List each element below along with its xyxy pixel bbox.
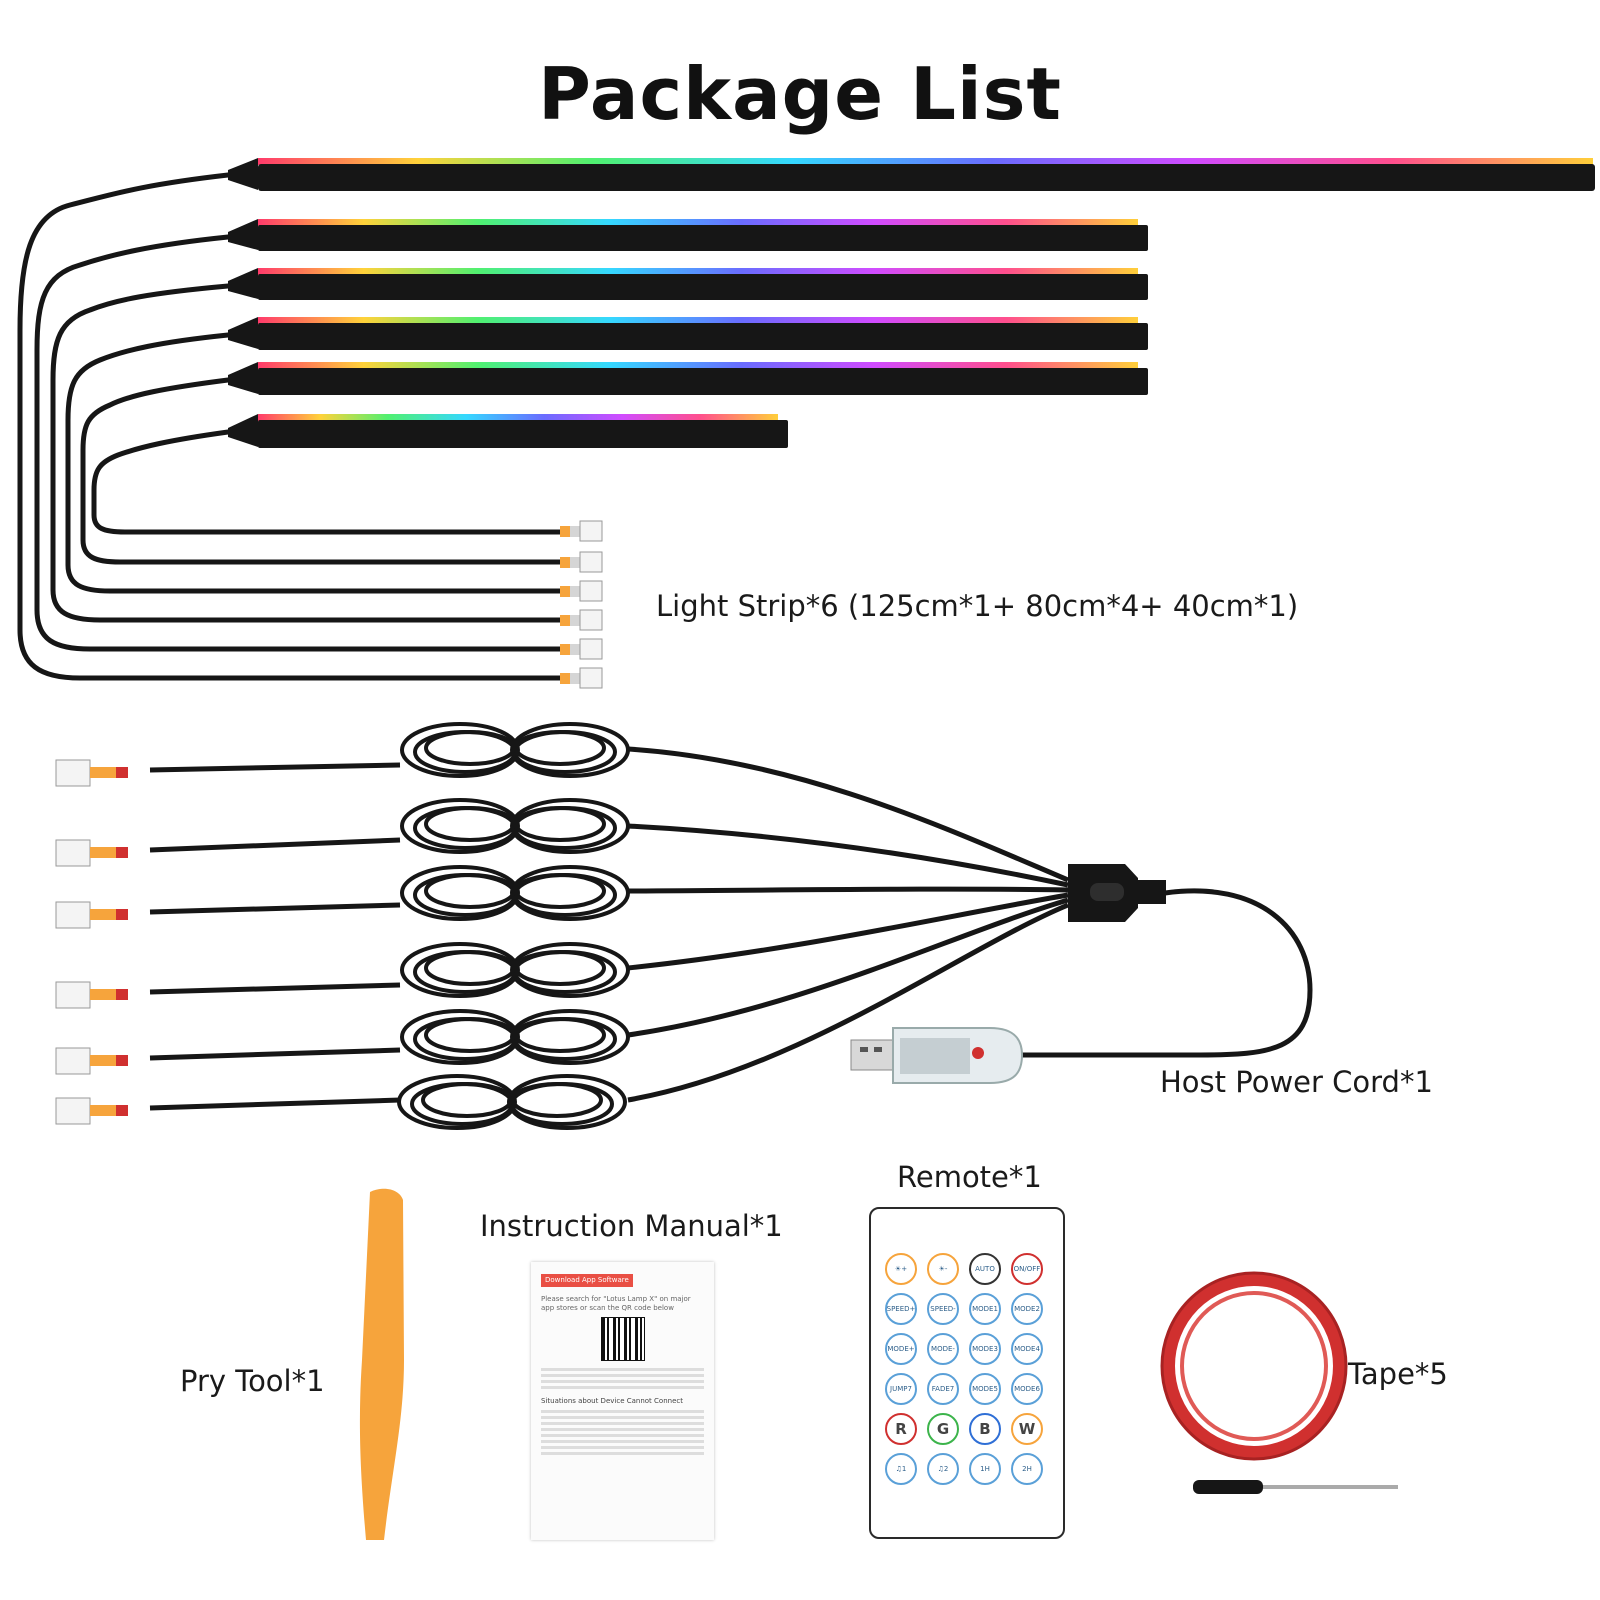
- instruction-manual-label: Instruction Manual*1: [480, 1209, 783, 1243]
- remote-button: JUMP7: [885, 1373, 917, 1405]
- strip-connectors: [560, 520, 603, 689]
- remote-button: G: [927, 1413, 959, 1445]
- remote-button: MODE4: [1011, 1333, 1043, 1365]
- strip-40cm: [228, 414, 788, 448]
- remote-button: SPEED-: [927, 1293, 959, 1325]
- manual-intro: Please search for "Lotus Lamp X" on majo…: [541, 1294, 691, 1312]
- remote-button: MODE-: [927, 1333, 959, 1365]
- remote-button: AUTO: [969, 1253, 1001, 1285]
- light-strip-label: Light Strip*6 (125cm*1+ 80cm*4+ 40cm*1): [656, 589, 1299, 623]
- remote-button: MODE3: [969, 1333, 1001, 1365]
- light-strips: [228, 158, 1595, 448]
- manual-header: Download App Software: [541, 1274, 633, 1287]
- page-title: Package List: [538, 52, 1062, 136]
- remote-button: ♫1: [885, 1453, 917, 1485]
- remote-button: B: [969, 1413, 1001, 1445]
- remote-button: MODE+: [885, 1333, 917, 1365]
- remote-label: Remote*1: [897, 1160, 1042, 1194]
- qr-code: [600, 1317, 645, 1362]
- remote-button: 1H: [969, 1453, 1001, 1485]
- remote-button: ♫2: [927, 1453, 959, 1485]
- remote-button: MODE1: [969, 1293, 1001, 1325]
- remote-button: ☀+: [885, 1253, 917, 1285]
- splitter-hub: [1068, 864, 1166, 922]
- strip-125cm: [228, 158, 1595, 191]
- manual-section-title: Situations about Device Cannot Connect: [541, 1397, 683, 1406]
- strip-80cm-2: [228, 268, 1148, 300]
- host-power-cord-label: Host Power Cord*1: [1160, 1065, 1433, 1099]
- remote-button: FADE7: [927, 1373, 959, 1405]
- strip-80cm-1: [228, 219, 1148, 251]
- tape-roll: [1160, 1271, 1348, 1461]
- pry-tool: [359, 1188, 404, 1540]
- host-cord-leads: [149, 746, 1313, 1111]
- remote-button: 2H: [1011, 1453, 1043, 1485]
- remote-button: W: [1011, 1413, 1043, 1445]
- tape-label: Tape*5: [1348, 1357, 1448, 1391]
- pry-tool-label: Pry Tool*1: [180, 1364, 325, 1398]
- cord-connectors: [55, 759, 128, 1125]
- screwdriver: [1193, 1480, 1398, 1494]
- remote-button: ☀-: [927, 1253, 959, 1285]
- remote-button: ON/OFF: [1011, 1253, 1043, 1285]
- remote-button: R: [885, 1413, 917, 1445]
- usb-plug: [850, 1027, 1024, 1084]
- instruction-manual: Download App Software Please search for …: [531, 1262, 714, 1540]
- strip-80cm-4: [228, 362, 1148, 395]
- remote-button: MODE2: [1011, 1293, 1043, 1325]
- remote-button: MODE5: [969, 1373, 1001, 1405]
- remote-button: SPEED+: [885, 1293, 917, 1325]
- strip-80cm-3: [228, 317, 1148, 350]
- remote-button: MODE6: [1011, 1373, 1043, 1405]
- cable-coils: [397, 722, 630, 1130]
- strip-cables: [17, 172, 563, 681]
